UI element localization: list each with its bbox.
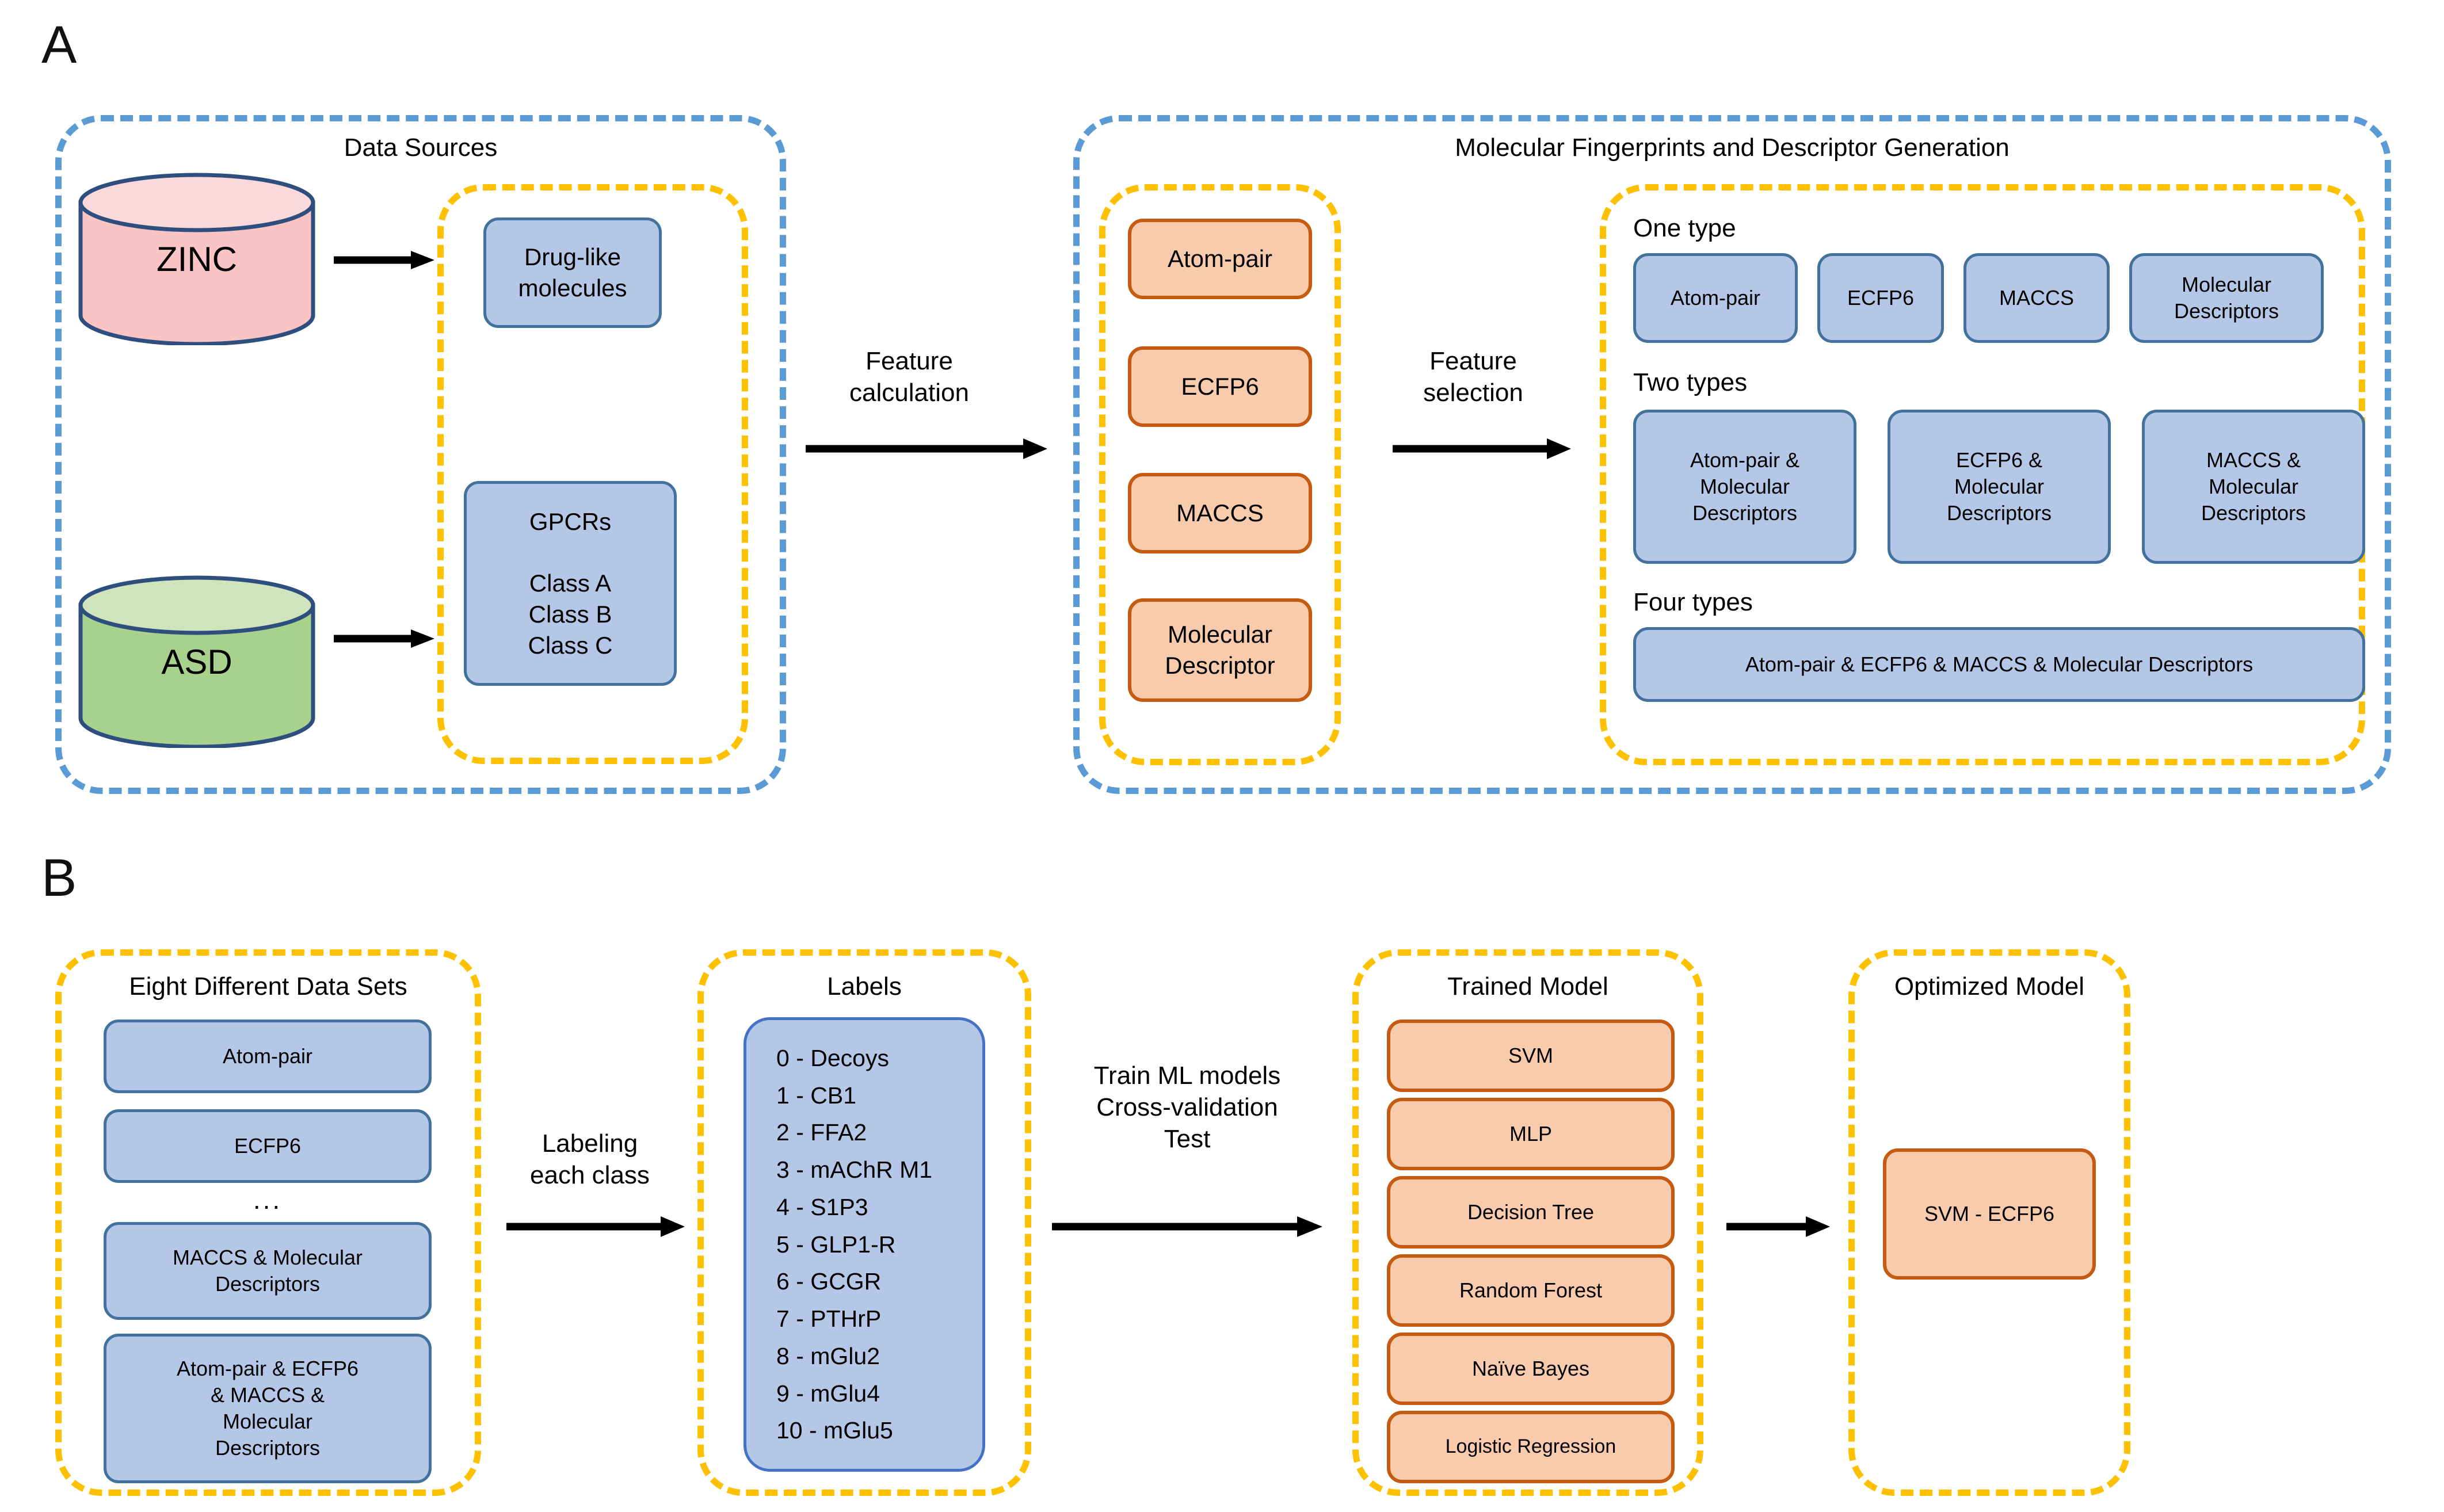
trained-model-item-mlp: MLP <box>1387 1098 1675 1170</box>
fingerprints-title: Molecular Fingerprints and Descriptor Ge… <box>1455 133 2010 162</box>
method-maccs-box: MACCS <box>1128 473 1312 553</box>
trained-model-item-naive-bayes: Naïve Bayes <box>1387 1332 1675 1405</box>
asd-database-icon <box>76 575 318 748</box>
trained-model-item-svm: SVM <box>1387 1020 1675 1092</box>
method-molecular-descriptor-box: Molecular Descriptor <box>1128 598 1312 702</box>
label-row: 10 - mGlu5 <box>776 1417 893 1444</box>
label-row: 0 - Decoys <box>776 1044 889 1071</box>
fingerprints-panel <box>1073 115 2391 794</box>
data-set-item-atom-pair: Atom-pair <box>104 1020 432 1093</box>
label-row: 9 - mGlu4 <box>776 1380 880 1407</box>
trained-model-item-decision-tree: Decision Tree <box>1387 1176 1675 1248</box>
label-row: 5 - GLP1-R <box>776 1231 896 1258</box>
label-row: 3 - mAChR M1 <box>776 1156 933 1183</box>
feature-selection-label: Feature selection <box>1423 347 1523 407</box>
data-set-item-maccs-md: MACCS & Molecular Descriptors <box>104 1222 432 1320</box>
labeling-arrow-label: Labeling each class <box>530 1129 650 1189</box>
arrow-labeling <box>506 1215 685 1238</box>
arrow-feature-calculation <box>806 437 1047 460</box>
feature-calculation-label: Feature calculation <box>849 347 969 407</box>
four-types-heading: Four types <box>1633 588 1753 616</box>
data-sets-panel <box>55 949 481 1496</box>
label-row: 6 - GCGR <box>776 1268 882 1295</box>
arrow-asd-to-gpcrs <box>334 627 434 650</box>
trained-model-item-random-forest: Random Forest <box>1387 1254 1675 1327</box>
trained-model-panel <box>1352 949 1703 1496</box>
arrow-feature-selection <box>1393 437 1571 460</box>
one-type-heading: One type <box>1633 214 1736 242</box>
arrow-zinc-to-druglike <box>334 249 434 272</box>
one-type-item-maccs: MACCS <box>1963 253 2110 343</box>
labels-panel <box>697 949 1031 1496</box>
arrow-to-optimized-model <box>1726 1215 1830 1238</box>
label-row: 7 - PTHrP <box>776 1305 882 1332</box>
one-type-item-atom-pair: Atom-pair <box>1633 253 1798 343</box>
asd-database-label: ASD <box>161 642 232 681</box>
data-set-item-ecfp6: ECFP6 <box>104 1109 432 1183</box>
zinc-database-label: ZINC <box>157 239 237 278</box>
data-sets-title: Eight Different Data Sets <box>129 972 407 1001</box>
training-arrow-label: Train ML models Cross-validation Test <box>1093 1062 1281 1153</box>
label-row: 2 - FFA2 <box>776 1119 867 1146</box>
trained-model-title: Trained Model <box>1447 972 1608 1001</box>
data-set-item-all-four: Atom-pair & ECFP6 & MACCS & Molecular De… <box>104 1334 432 1483</box>
gpcrs-classes-box: GPCRs Class A Class B Class C <box>464 481 677 686</box>
optimized-model-result-box: SVM - ECFP6 <box>1883 1148 2096 1280</box>
label-row: 8 - mGlu2 <box>776 1342 880 1369</box>
one-type-item-ecfp6: ECFP6 <box>1817 253 1944 343</box>
arrow-training <box>1052 1215 1322 1238</box>
method-atom-pair-box: Atom-pair <box>1128 219 1312 299</box>
drug-like-molecules-box: Drug-like molecules <box>483 217 662 328</box>
data-sources-panel <box>55 115 786 794</box>
data-sets-ellipsis: ... <box>253 1185 283 1215</box>
labels-title: Labels <box>827 972 902 1001</box>
data-sources-outputs-group <box>437 184 748 764</box>
labels-list-box: 0 - Decoys 1 - CB1 2 - FFA2 3 - mAChR M1… <box>744 1017 985 1472</box>
two-types-item-ecfp6-md: ECFP6 & Molecular Descriptors <box>1888 410 2111 564</box>
two-types-item-maccs-md: MACCS & Molecular Descriptors <box>2142 410 2365 564</box>
panel-a-letter: A <box>41 16 77 74</box>
label-row: 1 - CB1 <box>776 1082 856 1109</box>
optimized-model-panel <box>1848 949 2130 1496</box>
data-sources-title: Data Sources <box>344 133 498 162</box>
trained-model-item-logistic-regression: Logistic Regression <box>1387 1411 1675 1483</box>
panel-b-letter: B <box>41 849 77 907</box>
fingerprint-methods-group <box>1099 184 1341 765</box>
one-type-item-molecular-descriptors: Molecular Descriptors <box>2129 253 2324 343</box>
method-ecfp6-box: ECFP6 <box>1128 346 1312 427</box>
two-types-item-atom-pair-md: Atom-pair & Molecular Descriptors <box>1633 410 1856 564</box>
label-row: 4 - S1P3 <box>776 1193 868 1220</box>
two-types-heading: Two types <box>1633 368 1748 396</box>
four-types-item-all: Atom-pair & ECFP6 & MACCS & Molecular De… <box>1633 627 2365 702</box>
optimized-model-title: Optimized Model <box>1894 972 2085 1001</box>
zinc-database-icon <box>76 173 318 345</box>
